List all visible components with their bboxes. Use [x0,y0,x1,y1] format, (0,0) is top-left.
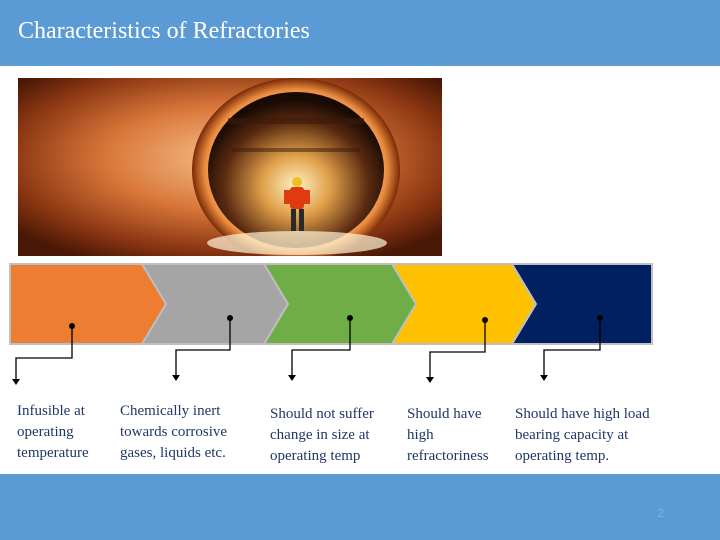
characteristic-label-4: Should have high refractoriness [407,404,489,467]
label-line: Should have high load [515,406,650,422]
chevron-5 [510,263,653,345]
label-line: towards corrosive [120,424,228,440]
characteristic-label-5: Should have high load bearing capacity a… [515,404,650,467]
connector-3 [291,318,351,376]
connector-5 [543,318,601,376]
label-line: Chemically inert [120,403,221,419]
connector-1 [15,326,73,380]
kiln-photo [18,78,442,256]
label-line: gases, liquids etc. [120,445,226,461]
label-line: temperature [17,445,89,461]
label-line: Should have [407,406,482,422]
worker-figure [284,177,310,231]
label-line: operating [17,424,74,440]
page-number: 2 [657,506,664,520]
kiln-interior [208,92,384,248]
title-bar: Characteristics of Refractories [0,0,720,66]
characteristic-label-2: Chemically inert towards corrosive gases… [120,401,227,464]
label-line: bearing capacity at [515,427,629,443]
connector-4 [429,320,486,378]
characteristics-flow [9,263,653,385]
label-line: operating temp [270,448,361,464]
connector-2 [175,318,231,376]
characteristic-label-3: Should not suffer change in size at oper… [270,404,374,467]
footer-bar: 2 [0,474,720,540]
label-line: Infusible at [17,403,85,419]
label-line: operating temp. [515,448,610,464]
label-line: refractoriness [407,448,489,464]
characteristic-label-1: Infusible at operating temperature [17,401,89,464]
slide-title: Characteristics of Refractories [18,18,310,44]
label-line: high [407,427,434,443]
label-line: Should not suffer [270,406,374,422]
label-line: change in size at [270,427,370,443]
chevron-3 [262,263,420,345]
